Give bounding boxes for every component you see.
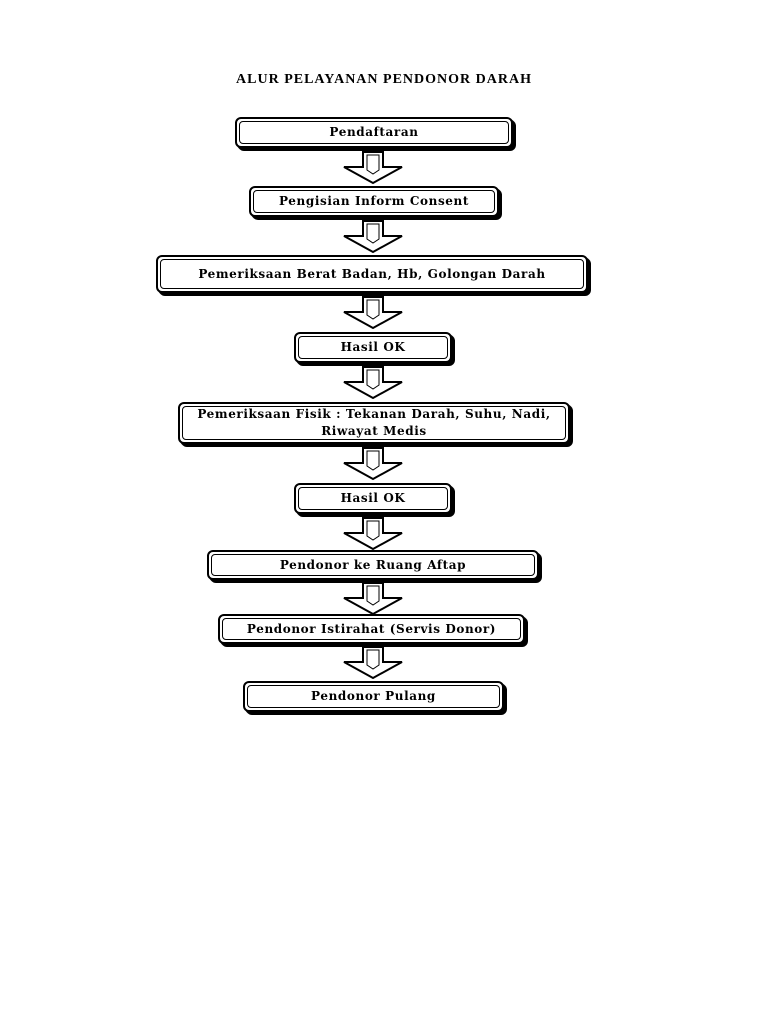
step-label: Hasil OK	[340, 340, 406, 354]
down-arrow-icon	[343, 582, 403, 616]
step-hasil-ok-2: Hasil OK	[294, 483, 452, 514]
step-ruang-aftap: Pendonor ke Ruang Aftap	[207, 550, 539, 580]
page-title: ALUR PELAYANAN PENDONOR DARAH	[236, 72, 532, 87]
step-pemeriksaan-fisik: Pemeriksaan Fisik : Tekanan Darah, Suhu,…	[178, 402, 570, 444]
step-label: Hasil OK	[340, 491, 406, 505]
step-pendaftaran: Pendaftaran	[235, 117, 513, 148]
down-arrow-icon	[343, 447, 403, 481]
step-label: Pendonor Pulang	[311, 689, 436, 703]
down-arrow-icon	[343, 517, 403, 551]
step-hasil-ok-1: Hasil OK	[294, 332, 452, 363]
step-label: Pengisian Inform Consent	[278, 194, 470, 208]
down-arrow-icon	[343, 220, 403, 254]
step-label: Pemeriksaan Berat Badan, Hb, Golongan Da…	[198, 266, 546, 281]
step-pemeriksaan-berat-badan: Pemeriksaan Berat Badan, Hb, Golongan Da…	[156, 255, 588, 293]
down-arrow-icon	[343, 366, 403, 400]
step-label: Pendaftaran	[329, 125, 419, 139]
down-arrow-icon	[343, 646, 403, 680]
step-label: Pendonor Istirahat (Servis Donor)	[246, 621, 497, 636]
step-label: Pemeriksaan Fisik : Tekanan Darah, Suhu,…	[197, 407, 551, 438]
step-istirahat: Pendonor Istirahat (Servis Donor)	[218, 614, 525, 644]
down-arrow-icon	[343, 296, 403, 330]
step-pulang: Pendonor Pulang	[243, 681, 504, 712]
step-inform-consent: Pengisian Inform Consent	[249, 186, 499, 217]
down-arrow-icon	[343, 151, 403, 185]
step-label: Pendonor ke Ruang Aftap	[279, 557, 467, 572]
